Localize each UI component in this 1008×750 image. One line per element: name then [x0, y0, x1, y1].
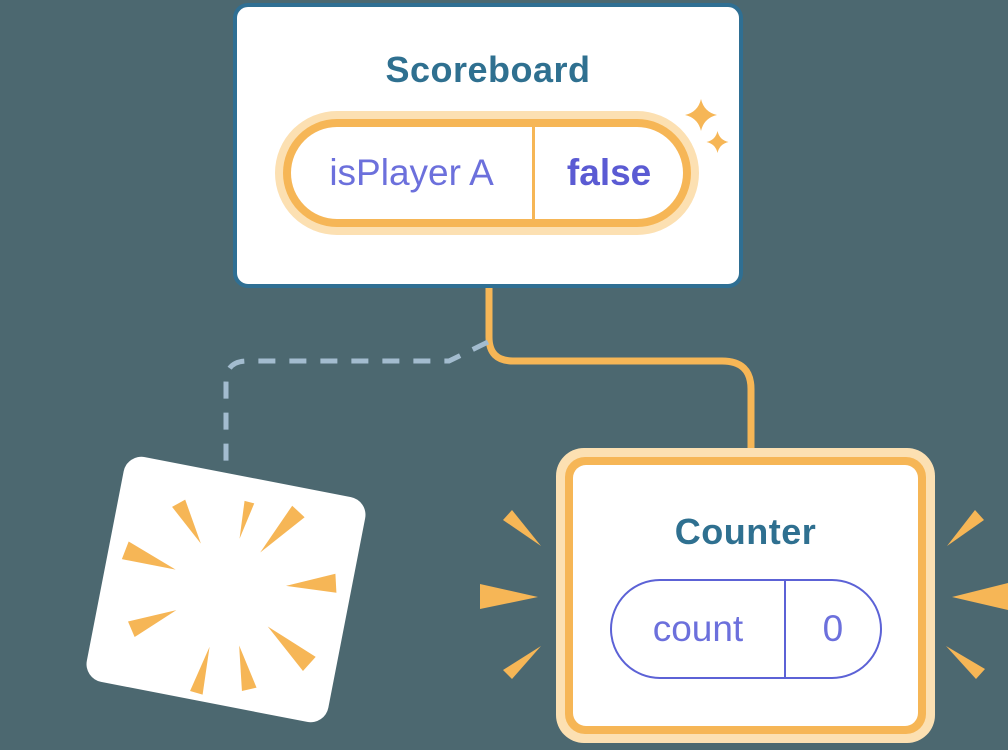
burst-ray	[127, 610, 177, 638]
burst-ray	[239, 645, 257, 692]
destroyed-component-card	[83, 453, 369, 726]
burst-ray	[239, 500, 255, 539]
state-pill-ring: isPlayer A false	[283, 119, 691, 227]
counter-highlight-frame: Counter count 0	[556, 448, 935, 743]
burst-icon	[121, 499, 337, 695]
counter-title: Counter	[674, 511, 817, 552]
counter-state-pill: count 0	[609, 579, 882, 679]
state-label: isPlayer A	[329, 152, 494, 193]
counter-component-card: Counter count 0	[573, 465, 918, 726]
preserved-connector-line	[485, 286, 755, 456]
burst-ray	[190, 646, 210, 695]
emphasis-marks-right-icon	[946, 510, 1008, 679]
counter-highlight-ring: Counter count 0	[565, 457, 926, 734]
emphasis-marks-left-icon	[480, 510, 541, 679]
burst-ray	[267, 626, 316, 671]
removed-connector-dashed-line	[223, 339, 490, 502]
sparkles-icon	[685, 99, 729, 153]
burst-ray	[285, 573, 337, 593]
pill-divider	[784, 581, 787, 677]
burst-ray	[121, 541, 176, 570]
state-value: false	[566, 152, 652, 193]
burst-ray	[172, 499, 201, 544]
scoreboard-state-pill: isPlayer A false	[275, 111, 699, 235]
burst-ray	[260, 505, 305, 553]
scoreboard-title: Scoreboard	[385, 49, 591, 90]
state-label: count	[652, 608, 744, 649]
state-value: 0	[822, 608, 844, 649]
scoreboard-component-card: Scoreboard isPlayer A false	[233, 3, 743, 288]
pill-divider	[532, 127, 536, 219]
